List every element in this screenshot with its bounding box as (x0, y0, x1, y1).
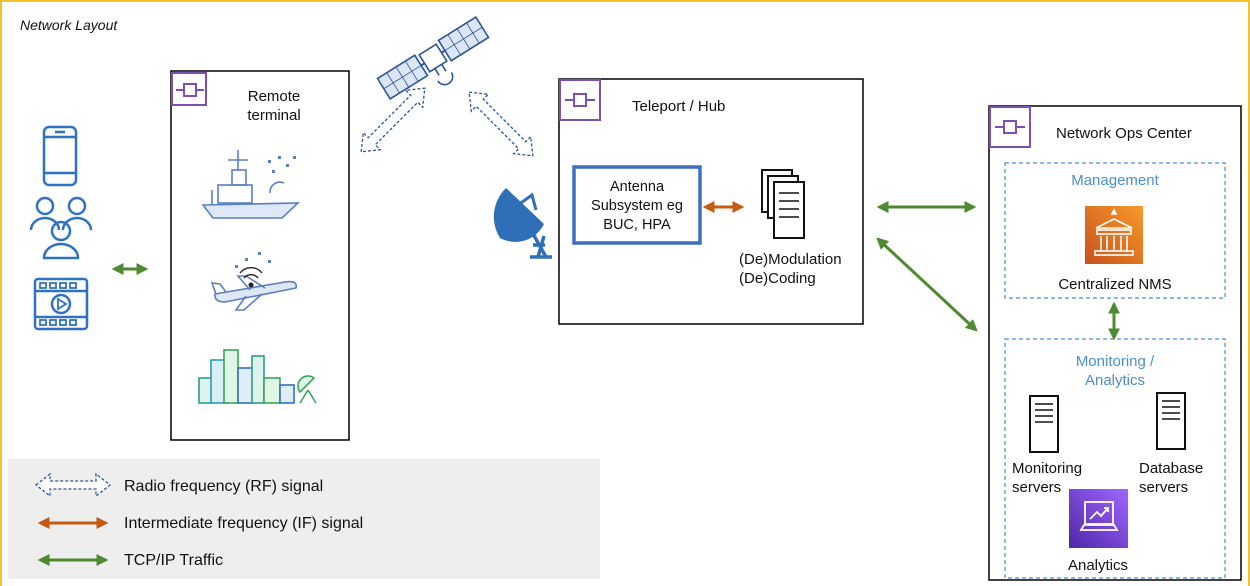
modulation-label: (De)Modulation (De)Coding (739, 250, 842, 288)
satellite-dish-icon (493, 188, 552, 259)
legend-rf-line (34, 472, 112, 498)
region-icon (559, 79, 601, 121)
monitoring-servers-label: Monitoring servers (1012, 459, 1082, 497)
analytics-icon (1069, 489, 1128, 548)
monitoring-server-icon (1029, 395, 1059, 453)
region-icon (989, 106, 1031, 148)
diagram-title: Network Layout (20, 17, 118, 33)
rf-signal-arrow (360, 87, 426, 153)
remote-terminal-title-line2: terminal (247, 107, 301, 124)
remote-terminal-title: Remote terminal (224, 87, 324, 125)
rf-signal-arrow (468, 91, 534, 157)
modulation-line2: (De)Coding (739, 270, 816, 287)
monitoring-title-line1: Monitoring / (1075, 353, 1155, 370)
antenna-line3: BUC, HPA (603, 217, 671, 233)
monitoring-title: Monitoring / Analytics (1005, 352, 1225, 390)
city-icon (198, 349, 317, 404)
antenna-line2: Subsystem eg (591, 198, 683, 214)
noc-title: Network Ops Center (1056, 125, 1192, 142)
nms-label: Centralized NMS (1058, 276, 1172, 293)
remote-terminal-box (170, 70, 350, 441)
document-stack-icon (761, 169, 805, 239)
legend-rf-label: Radio frequency (RF) signal (124, 478, 324, 495)
remote-terminal-title-line1: Remote (247, 88, 301, 105)
monitoring-servers-line1: Monitoring (1012, 460, 1083, 477)
monitoring-box (1004, 338, 1226, 579)
smartphone-icon (42, 125, 78, 187)
analytics-label: Analytics (1067, 557, 1129, 574)
ship-icon (201, 150, 301, 219)
teleport-box (558, 78, 864, 325)
antenna-subsystem-label: Antenna Subsystem eg BUC, HPA (576, 178, 698, 235)
tcpip-arrow-hub-monitoring (876, 237, 978, 332)
video-icon (33, 277, 89, 331)
monitoring-title-line2: Analytics (1084, 372, 1146, 389)
management-title: Management (1071, 172, 1159, 189)
legend-tcpip-label: TCP/IP Traffic (124, 552, 223, 569)
database-servers-line1: Database (1139, 460, 1204, 477)
antenna-subsystem-box (572, 165, 702, 245)
legend-if-label: Intermediate frequency (IF) signal (124, 515, 364, 532)
noc-box (988, 105, 1242, 581)
teleport-title: Teleport / Hub (632, 98, 726, 115)
users-icon (29, 196, 93, 260)
airplane-icon (210, 252, 298, 311)
centralized-nms-icon (1085, 206, 1143, 264)
monitoring-servers-line2: servers (1012, 479, 1062, 496)
modulation-line1: (De)Modulation (739, 251, 842, 268)
database-servers-label: Database servers (1139, 459, 1203, 497)
region-icon (171, 72, 207, 106)
antenna-line1: Antenna (609, 179, 665, 195)
database-servers-line2: servers (1139, 479, 1189, 496)
satellite-icon (376, 15, 490, 101)
management-box (1004, 162, 1226, 299)
database-server-icon (1156, 392, 1186, 450)
